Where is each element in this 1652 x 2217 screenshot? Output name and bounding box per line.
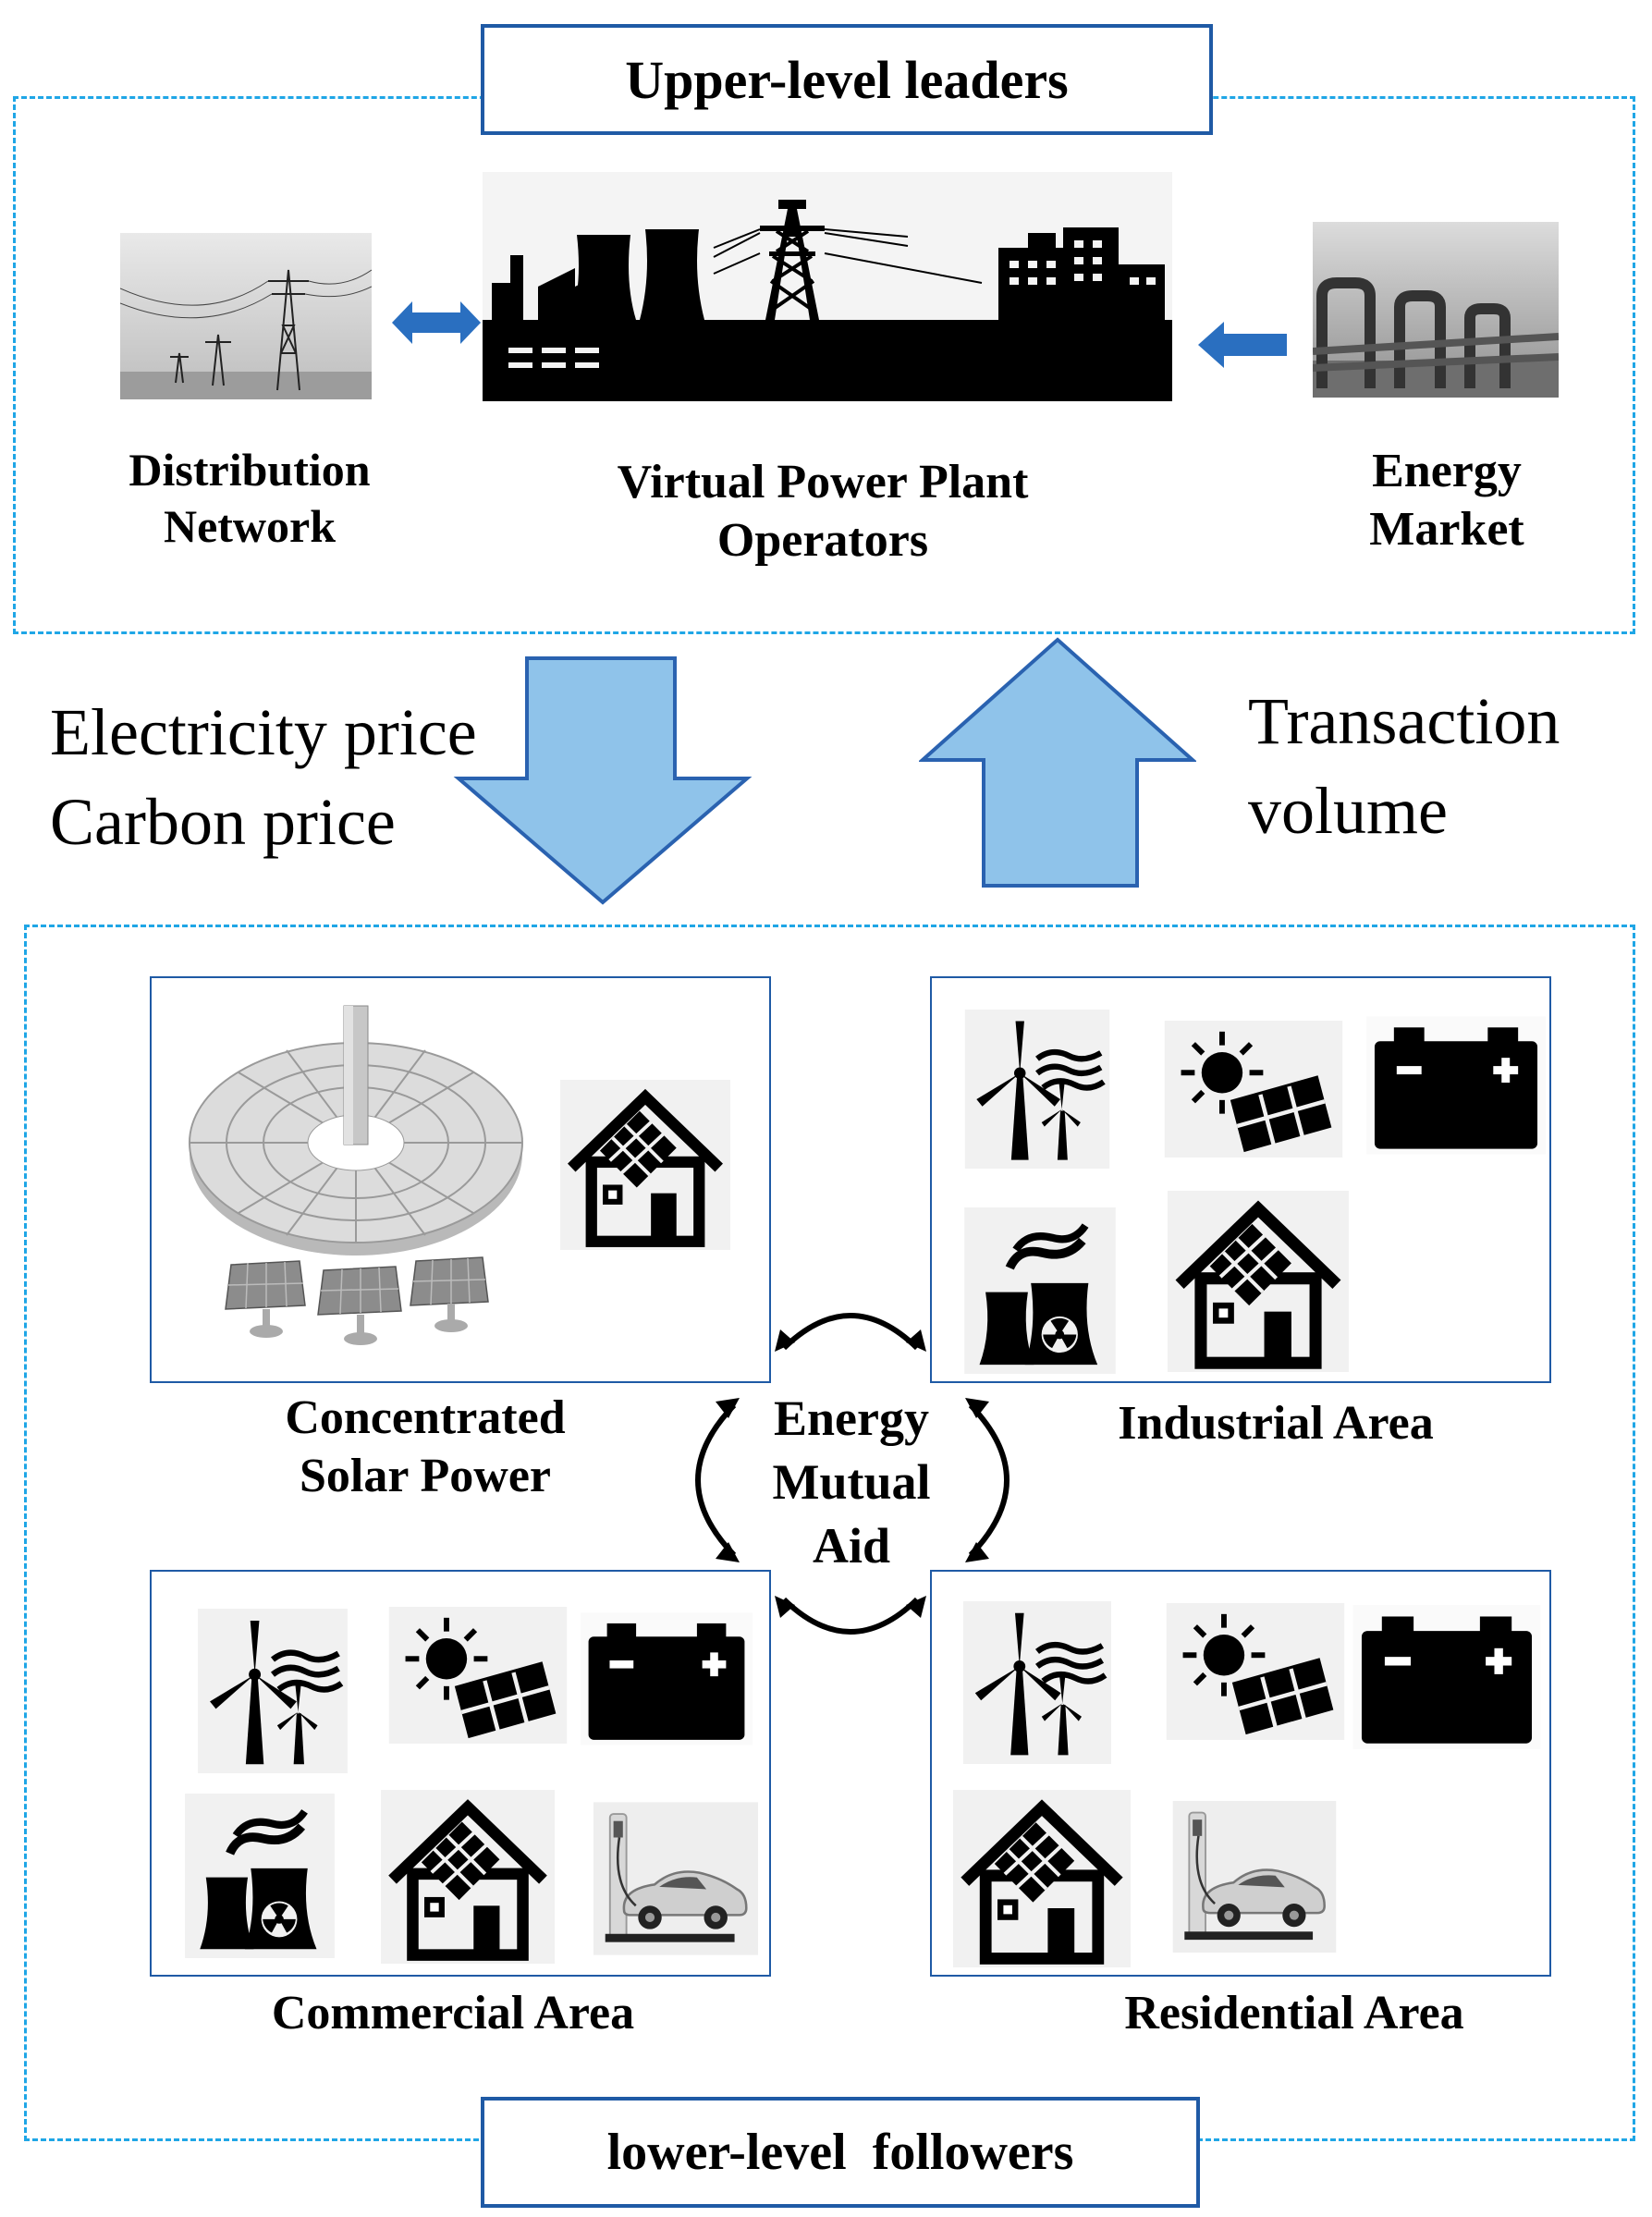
- price-signal-label: Electricity price Carbon price: [50, 688, 568, 867]
- distribution-network-label-line2: Network: [163, 500, 337, 552]
- bidirectional-arrow-icon: [392, 298, 481, 348]
- solar-panel-icon: [381, 1607, 575, 1744]
- energy-market-label-line1: Energy: [1372, 445, 1522, 497]
- mutual-aid-left-arrow: [673, 1394, 743, 1566]
- transaction-volume-label: Transaction volume: [1248, 677, 1636, 856]
- vpp-operators-label-line1: Virtual Power Plant: [617, 456, 1029, 508]
- nuclear-plant-icon: [952, 1207, 1128, 1374]
- csp-panel: [150, 976, 771, 1383]
- energy-market-label: Energy Market: [1285, 442, 1609, 559]
- wind-turbine-icon: [198, 1609, 348, 1773]
- residential-area-label: Residential Area: [1124, 1987, 1464, 2039]
- commercial-area-label: Commercial Area: [271, 1987, 635, 2039]
- distribution-network-label-line1: Distribution: [128, 444, 371, 496]
- ev-charging-icon: [1170, 1801, 1339, 1953]
- energy-mutual-aid-line3: Aid: [812, 1518, 891, 1574]
- battery-icon: [1350, 1605, 1544, 1749]
- battery-icon: [581, 1609, 753, 1749]
- industrial-panel: [930, 976, 1551, 1383]
- up-flow-arrow: [919, 636, 1196, 889]
- transaction-volume-label-line1: Transaction: [1248, 684, 1560, 758]
- down-flow-arrow: [453, 655, 753, 908]
- distribution-network-label: Distribution Network: [74, 442, 425, 555]
- upper-level-title: Upper-level leaders: [481, 24, 1213, 135]
- transmission-tower-photo: [120, 233, 372, 399]
- carbon-price-label: Carbon price: [50, 785, 396, 860]
- energy-mutual-aid-line2: Mutual: [772, 1454, 931, 1511]
- csp-tower-icon: [185, 997, 527, 1366]
- vpp-operators-label: Virtual Power Plant Operators: [545, 453, 1100, 570]
- solar-house-icon: [1163, 1191, 1353, 1372]
- energy-mutual-aid-label: Energy Mutual Aid: [727, 1387, 976, 1578]
- nuclear-plant-icon: [174, 1794, 346, 1958]
- transaction-volume-label-line2: volume: [1248, 774, 1448, 849]
- mutual-aid-right-arrow: [961, 1394, 1032, 1566]
- csp-label-line1: Concentrated: [285, 1391, 566, 1444]
- lower-level-title: lower-level followers: [481, 2097, 1200, 2208]
- power-plant-city-silhouette: [483, 172, 1172, 401]
- solar-house-icon: [373, 1790, 562, 1964]
- csp-label: Concentrated Solar Power: [213, 1389, 638, 1506]
- residential-panel: [930, 1570, 1551, 1977]
- battery-icon: [1366, 1010, 1546, 1161]
- mutual-aid-bottom-arrow: [771, 1592, 930, 1653]
- wind-turbine-icon: [963, 1601, 1111, 1764]
- wind-turbine-icon: [961, 1010, 1113, 1169]
- industrial-area-label: Industrial Area: [1118, 1397, 1434, 1450]
- solar-house-icon: [952, 1790, 1132, 1967]
- solar-house-icon: [551, 1080, 740, 1250]
- csp-label-line2: Solar Power: [300, 1450, 551, 1503]
- solar-panel-icon: [1163, 1603, 1348, 1740]
- solar-panel-icon: [1159, 1021, 1348, 1157]
- energy-mutual-aid-line1: Energy: [774, 1390, 929, 1446]
- ev-charging-icon: [593, 1797, 758, 1960]
- electricity-price-label: Electricity price: [50, 695, 477, 769]
- pipeline-photo: [1313, 222, 1559, 398]
- mutual-aid-top-arrow: [771, 1294, 930, 1355]
- energy-market-label-line2: Market: [1369, 503, 1524, 557]
- vpp-operators-label-line2: Operators: [716, 514, 929, 568]
- commercial-panel: [150, 1570, 771, 1977]
- left-arrow-icon: [1198, 320, 1287, 370]
